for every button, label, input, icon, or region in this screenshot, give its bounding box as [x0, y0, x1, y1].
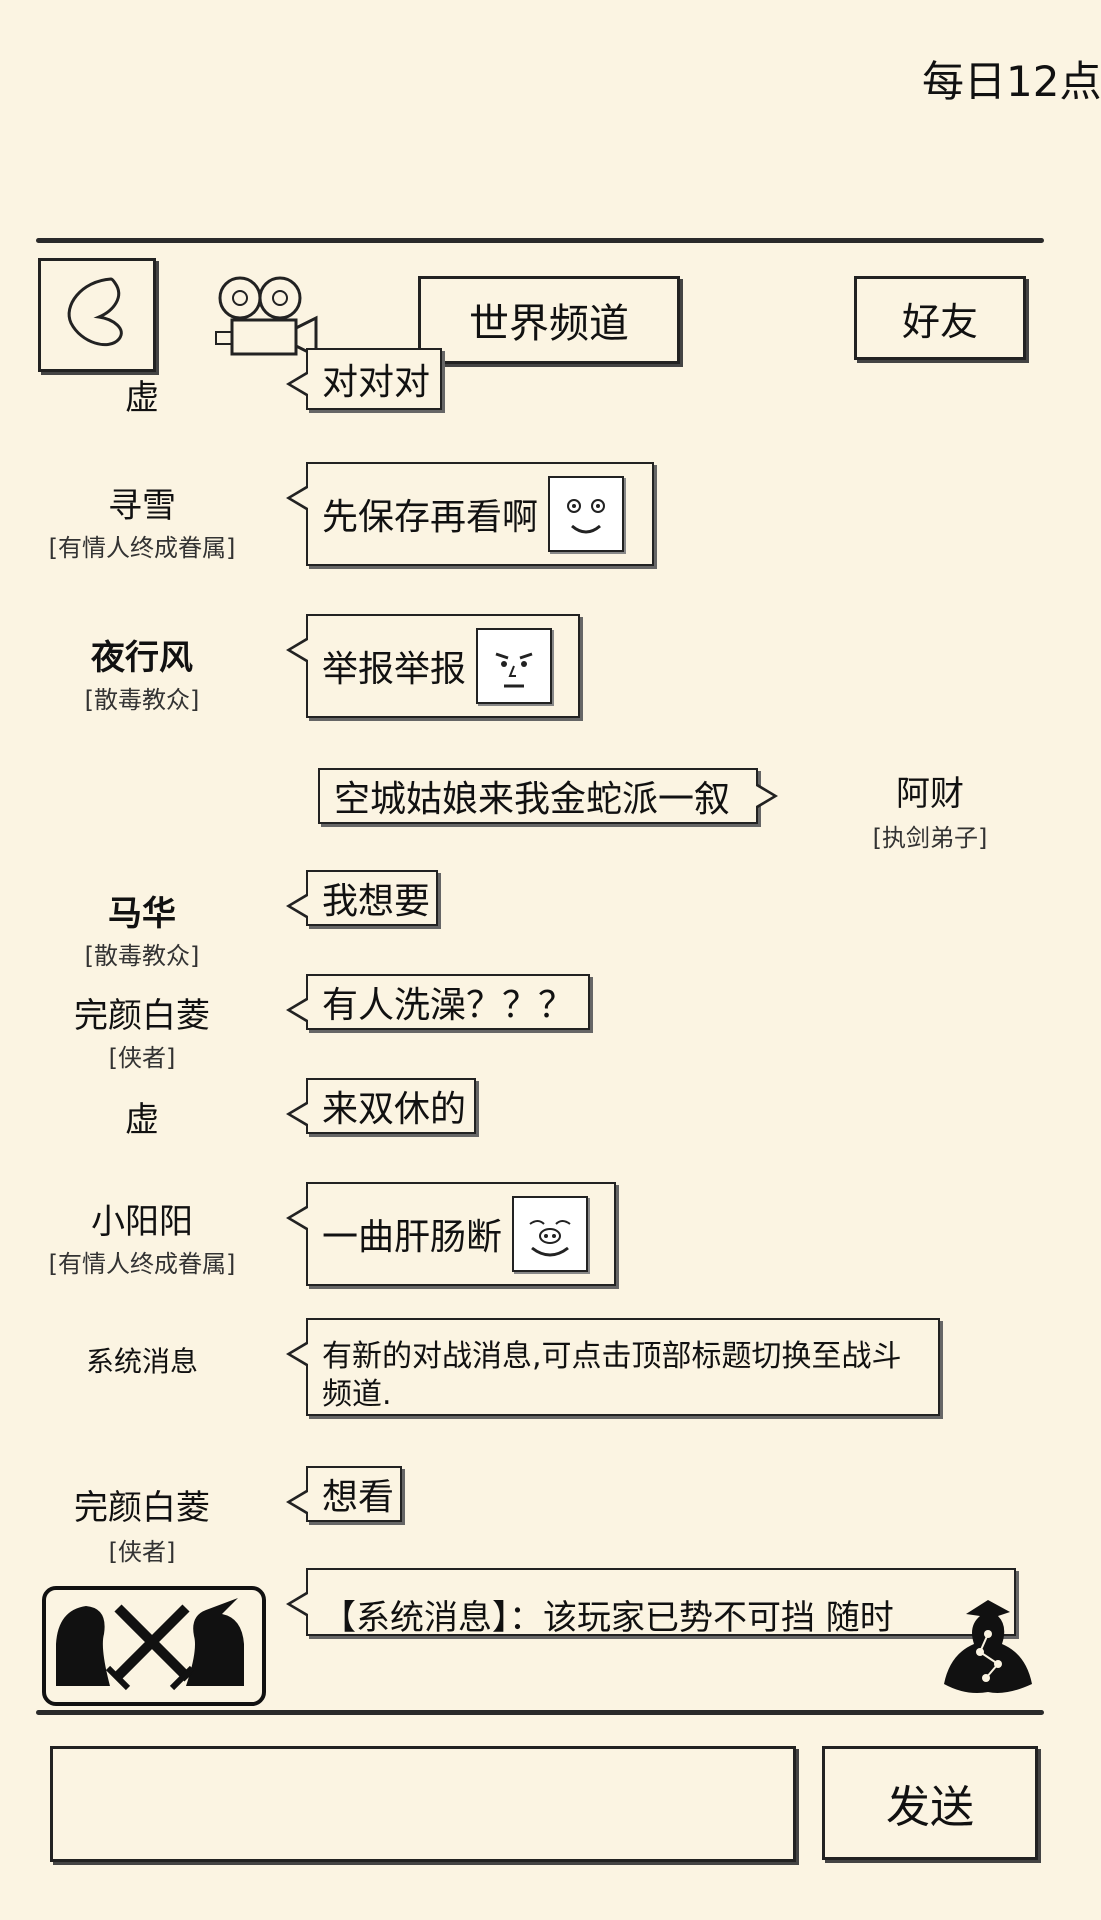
system-message-bubble[interactable]: 有新的对战消息,可点击顶部标题切换至战斗频道. [286, 1318, 940, 1416]
daily-notice-text: 每日12点 [922, 57, 1101, 106]
sender-name[interactable]: 小阳阳 [91, 1202, 193, 1242]
message-bubble[interactable]: 一曲肝肠断 [286, 1182, 616, 1286]
message-text: 一曲肝肠断 [322, 1217, 503, 1258]
chat-list[interactable]: 虚 对对对 寻雪 [有情人终成眷属] 先保存再看啊 夜行风 [散毒教众] 举报举… [0, 348, 1080, 1638]
smug-face-emoji [548, 476, 625, 552]
sender-title: [侠者] [108, 1538, 176, 1566]
message-bubble[interactable]: 先保存再看啊 [286, 462, 654, 566]
message-bubble[interactable]: 来双休的 [286, 1078, 476, 1134]
friends-button[interactable]: 好友 [854, 276, 1026, 360]
message-bubble[interactable]: 想看 [286, 1466, 402, 1522]
footer-divider [36, 1710, 1044, 1715]
sender-name: 系统消息 [85, 1345, 198, 1378]
system-message-bubble[interactable]: 【系统消息】：该玩家已势不可挡 随时 [286, 1568, 1016, 1638]
message-bubble[interactable]: 举报举报 [286, 614, 580, 718]
message-input[interactable] [50, 1746, 796, 1862]
sender-title: [散毒教众] [84, 686, 200, 714]
sender-name[interactable]: 完颜白菱 [74, 1488, 210, 1528]
sender-name[interactable]: 阿财 [896, 774, 964, 814]
channel-title-button[interactable]: 世界频道 [418, 276, 680, 364]
crossed-swords-battle-icon [56, 1598, 244, 1691]
stare-face-emoji [476, 628, 553, 704]
sender-name[interactable]: 完颜白菱 [74, 996, 210, 1036]
message-bubble[interactable]: 空城姑娘来我金蛇派一叙 [318, 768, 778, 824]
sender-name[interactable]: 寻雪 [108, 486, 176, 526]
sender-title: [执剑弟子] [872, 824, 988, 852]
message-text: 举报举报 [322, 649, 467, 690]
send-button[interactable]: 发送 [822, 1746, 1038, 1860]
back-icon [67, 277, 123, 347]
pig-face-emoji [512, 1196, 589, 1272]
sender-name[interactable]: 马华 [108, 894, 176, 934]
message-bubble[interactable]: 有人洗澡？？？ [286, 974, 590, 1030]
battle-channel-button[interactable] [42, 1586, 266, 1706]
header-divider [36, 238, 1044, 243]
sender-title: [散毒教众] [84, 942, 200, 970]
sender-name[interactable]: 虚 [125, 378, 159, 418]
movie-camera-button[interactable] [210, 270, 326, 366]
meditation-button[interactable] [936, 1592, 1040, 1704]
message-text: 先保存再看啊 [322, 497, 539, 538]
message-bubble[interactable]: 对对对 [286, 348, 442, 410]
meditation-icon [944, 1600, 1032, 1693]
message-bubble[interactable]: 我想要 [286, 870, 438, 926]
back-button[interactable] [38, 258, 156, 372]
sender-name[interactable]: 夜行风 [91, 638, 193, 678]
sender-name[interactable]: 虚 [125, 1100, 159, 1140]
sender-title: [侠者] [108, 1044, 176, 1072]
sender-title: [有情人终成眷属] [48, 1250, 236, 1278]
sender-title: [有情人终成眷属] [48, 534, 236, 562]
movie-camera-icon [215, 276, 318, 359]
